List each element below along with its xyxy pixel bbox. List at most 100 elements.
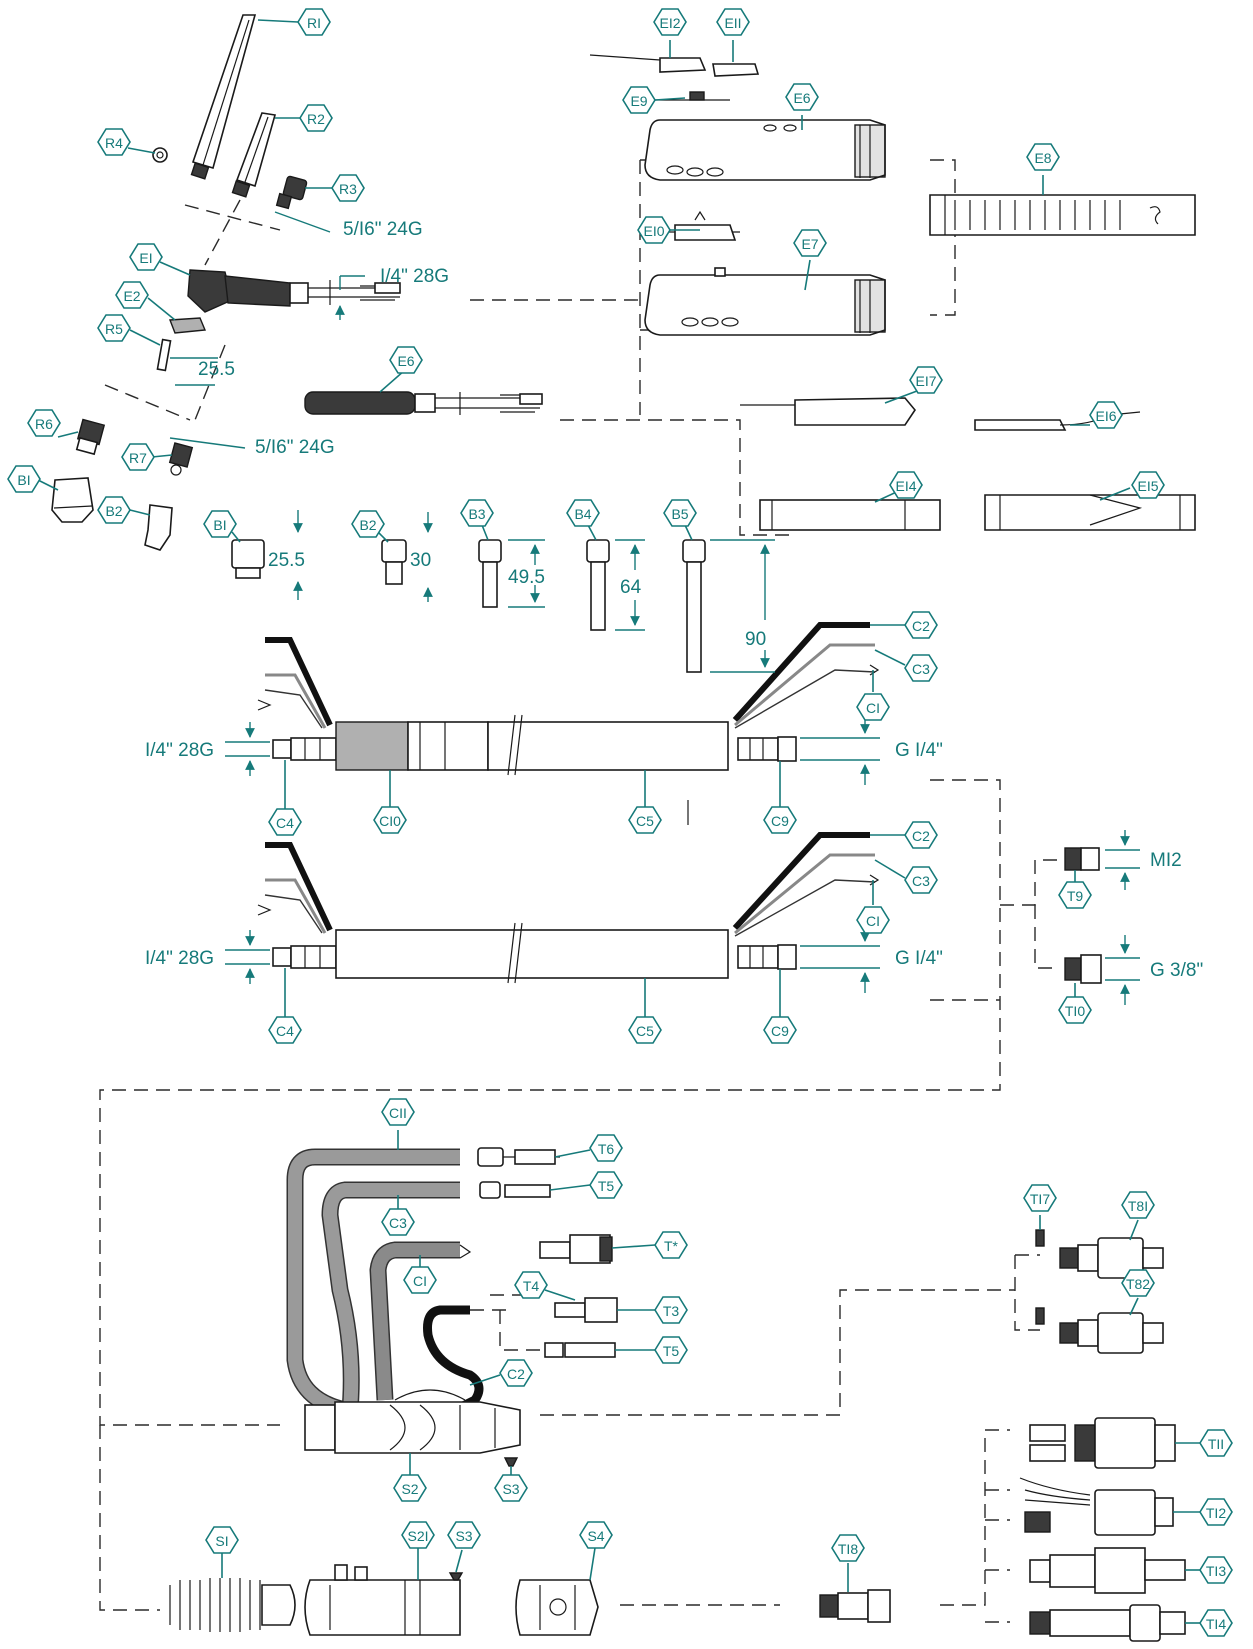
dim-b2-length: 30 (410, 550, 431, 571)
s3-screw-a (503, 1457, 519, 1467)
callout-e1: EI (139, 250, 152, 266)
e15-part (984, 494, 1196, 531)
t18-adapter (819, 1589, 891, 1623)
dim-c9a-thread: G I/4" (895, 740, 943, 761)
callout-s3b: S3 (455, 1528, 472, 1544)
dim-t9-thread: MI2 (1150, 850, 1182, 871)
t-star-fitting (539, 1234, 613, 1264)
t14-coupler (1029, 1604, 1186, 1642)
dim-r3-thread: 5/I6" 24G (343, 219, 423, 240)
callout-t11: TII (1208, 1436, 1224, 1452)
callout-t81: T8I (1128, 1198, 1148, 1214)
t11-coupler (1029, 1417, 1176, 1469)
callout-e12: EI2 (659, 15, 680, 31)
callout-t9: T9 (1067, 888, 1084, 904)
callout-c4a: C4 (276, 815, 294, 831)
t5-fitting-b (544, 1342, 616, 1358)
callout-s21: S2I (407, 1528, 428, 1544)
callouts: RI R2 R4 R3 EI E2 R5 R6 R7 BI (7, 8, 1233, 1637)
callout-c1b: CI (866, 913, 880, 929)
dim-c4b-thread: I/4" 28G (145, 948, 214, 969)
dim-e1-thread: I/4" 28G (380, 266, 449, 287)
callout-t18: TI8 (838, 1541, 858, 1557)
callout-e7: E7 (801, 236, 818, 252)
b2-tip-angled (144, 504, 173, 551)
callout-r2: R2 (307, 111, 325, 127)
callout-t14: TI4 (1206, 1616, 1226, 1632)
dim-b3-length: 49.5 (508, 567, 545, 588)
t6-fitting (477, 1147, 560, 1167)
callout-b5: B5 (671, 506, 688, 522)
e11-chip (712, 63, 760, 77)
callout-t6: T6 (598, 1141, 615, 1157)
e1-head (187, 269, 401, 313)
callout-c11: CII (389, 1105, 407, 1121)
dim-c4a-thread: I/4" 28G (145, 740, 214, 761)
callout-c10: CI0 (379, 813, 401, 829)
callout-r6: R6 (35, 416, 53, 432)
b2-tip-profile (381, 539, 407, 585)
callout-c2c: C2 (507, 1366, 525, 1382)
callout-r3: R3 (339, 181, 357, 197)
t3-fitting (554, 1297, 618, 1323)
callout-c5a: C5 (636, 813, 654, 829)
s4-grip (515, 1579, 599, 1636)
callout-e9: E9 (630, 93, 647, 109)
t12-coupler (1019, 1477, 1174, 1536)
callout-r1: RI (307, 15, 321, 31)
callout-t13: TI3 (1206, 1563, 1226, 1579)
callout-r5: R5 (105, 321, 123, 337)
r6-connector (75, 418, 106, 456)
e7-handle-bottom (644, 267, 886, 336)
callout-c1c: CI (413, 1273, 427, 1289)
dim-b4-length: 64 (620, 577, 642, 598)
e12-chip (589, 54, 707, 73)
callout-e8: E8 (1034, 150, 1051, 166)
callout-b2a: B2 (105, 503, 122, 519)
c11-tube-assembly (286, 1148, 484, 1419)
t13-coupler (1029, 1547, 1186, 1594)
e2-insert (169, 317, 207, 334)
callout-r7: R7 (129, 450, 147, 466)
r7-connector (168, 442, 194, 476)
callout-b2b: B2 (359, 517, 376, 533)
callout-t5a: T5 (598, 1178, 615, 1194)
callout-e11: EII (724, 15, 741, 31)
callout-c2b: C2 (912, 828, 930, 844)
callout-s4: S4 (587, 1528, 604, 1544)
callout-c3b: C3 (912, 873, 930, 889)
s1-spring (169, 1578, 296, 1632)
b1-tip-profile (231, 539, 265, 579)
b4-tip-profile (586, 539, 610, 631)
callout-c4b: C4 (276, 1023, 294, 1039)
r1-long-tip (190, 14, 257, 180)
callout-t4: T4 (523, 1278, 540, 1294)
callout-s3a: S3 (502, 1481, 519, 1497)
callout-b3: B3 (468, 506, 485, 522)
b1-tip-angled (51, 477, 94, 523)
callout-b4: B4 (574, 506, 591, 522)
e10-board (660, 210, 740, 241)
callout-c1a: CI (866, 700, 880, 716)
callout-tstar: T* (664, 1238, 679, 1254)
callout-e6b: E6 (397, 353, 414, 369)
callout-b1a: BI (17, 472, 30, 488)
dim-c9b-thread: G I/4" (895, 948, 943, 969)
e14-tube (759, 499, 941, 531)
callout-c9a: C9 (771, 813, 789, 829)
dim-t10-thread: G 3/8" (1150, 960, 1203, 981)
callout-r4: R4 (105, 135, 123, 151)
t82-coupler (1035, 1307, 1164, 1354)
callout-b1b: BI (213, 517, 226, 533)
e6-handle-top (644, 119, 886, 181)
callout-e14: EI4 (895, 478, 916, 494)
s21-body (304, 1564, 461, 1636)
callout-t3: T3 (663, 1303, 680, 1319)
dimensions: 5/I6" 24G I/4" 28G 25.5 5/I6" 24G 25.5 3… (145, 211, 1203, 1005)
callout-t82: T82 (1126, 1276, 1150, 1292)
r2-short-tip (231, 112, 277, 198)
s3-screw-b (448, 1572, 464, 1581)
r5-pin (156, 338, 172, 372)
e6-slim-handle (304, 391, 543, 415)
t10-adapter (1064, 954, 1102, 984)
